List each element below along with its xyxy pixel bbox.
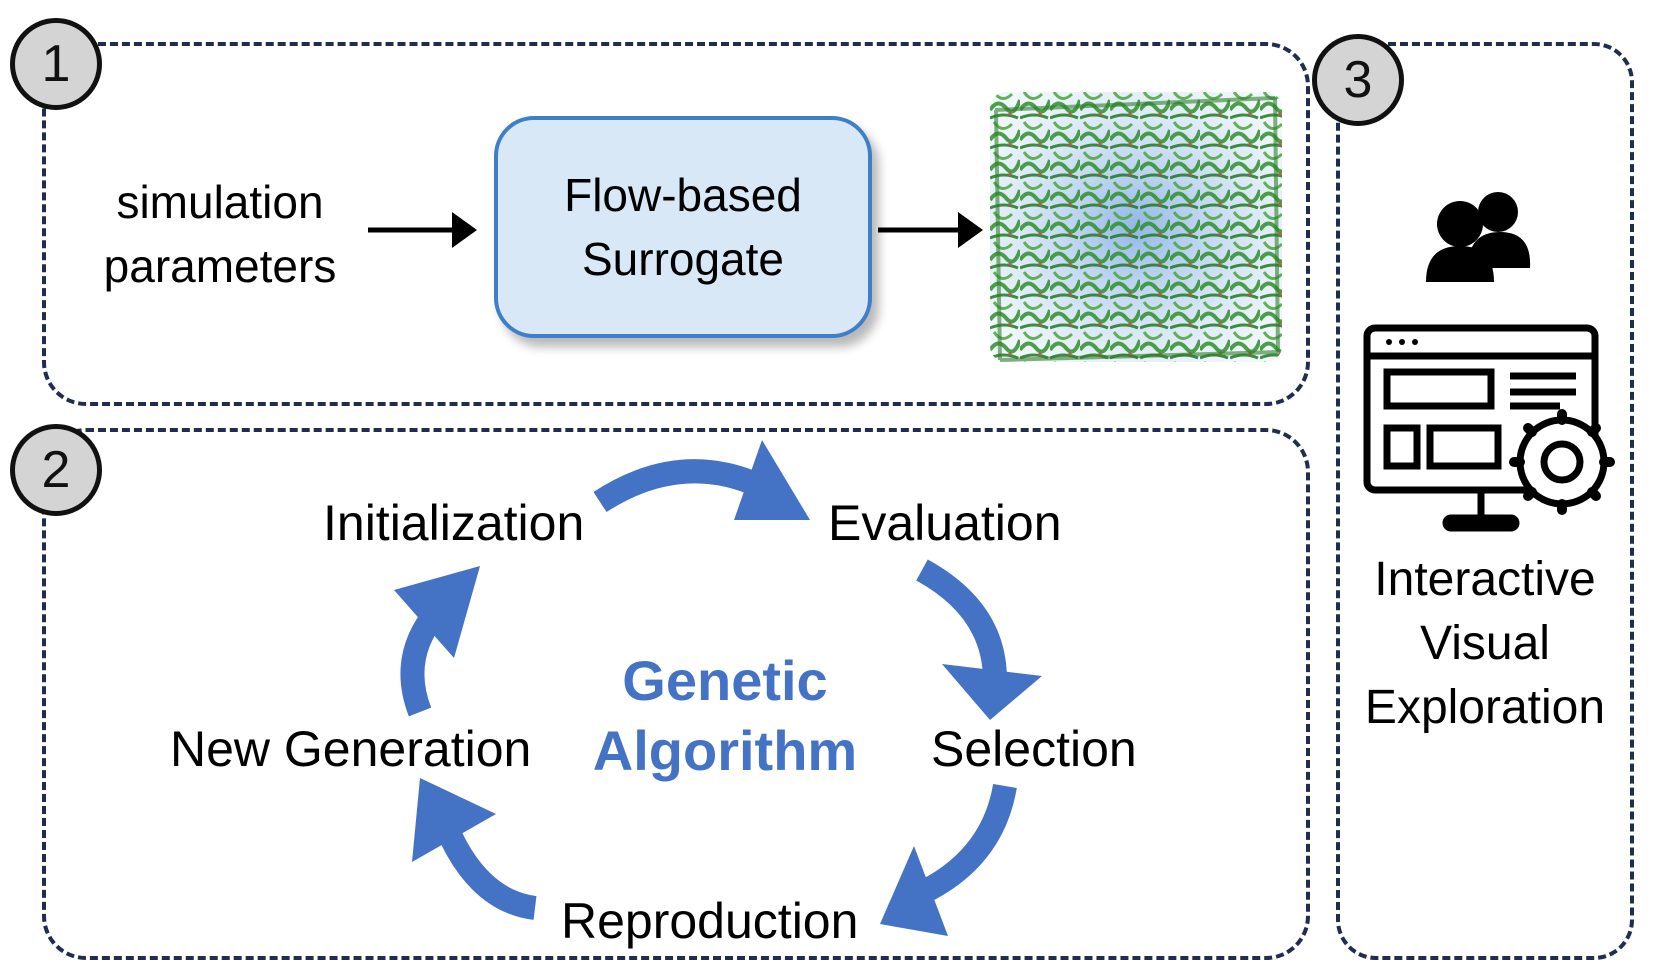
interactive-visual-exploration-label: Interactive Visual Exploration <box>1364 553 1606 734</box>
arrowhead-init-to-eval <box>734 440 810 520</box>
genetic-algorithm-title: Genetic Algorithm <box>565 646 885 786</box>
stage-evaluation: Evaluation <box>828 495 1062 551</box>
simulation-parameters-line1: simulation <box>116 176 324 228</box>
stage-reproduction: Reproduction <box>561 893 859 949</box>
arrow-init-to-eval <box>593 459 765 513</box>
arrow-to-surrogate <box>368 212 477 248</box>
monitor-settings-icon <box>1363 324 1615 532</box>
surrogate-panel <box>42 42 1310 406</box>
stage-initialization: Initialization <box>323 495 585 551</box>
stage-selection: Selection <box>931 721 1137 777</box>
visual-exploration-panel <box>1336 42 1634 960</box>
arrow-selection-to-reproduction <box>909 783 1017 907</box>
arrowhead-selection-to-reproduction <box>880 846 948 936</box>
step-badge-2: 2 <box>10 424 102 516</box>
ga-arrowheads <box>394 440 1042 936</box>
step-badge-3: 3 <box>1312 34 1404 126</box>
users-icon <box>1426 192 1531 282</box>
arrowhead-reproduction-to-newgen <box>412 778 496 862</box>
simulation-parameters-label: simulation parameters <box>75 170 365 298</box>
arrow-eval-to-selection <box>916 559 1007 681</box>
surrogate-model-box: Flow-based Surrogate <box>494 116 872 338</box>
genetic-algorithm-line2: Algorithm <box>592 719 858 782</box>
volume-render-image <box>990 92 1282 362</box>
genetic-algorithm-panel <box>42 428 1310 960</box>
arrow-to-output <box>878 212 983 248</box>
arrowhead-eval-to-selection <box>942 664 1042 720</box>
ga-cycle-arrows <box>400 459 1017 920</box>
simulation-parameters-line2: parameters <box>103 240 337 292</box>
stage-new-generation: New Generation <box>170 721 532 777</box>
surrogate-model-label: Flow-based Surrogate <box>564 169 802 285</box>
step-badge-1: 1 <box>10 18 102 110</box>
arrowhead-newgen-to-init <box>394 566 480 658</box>
genetic-algorithm-line1: Genetic <box>622 649 828 712</box>
